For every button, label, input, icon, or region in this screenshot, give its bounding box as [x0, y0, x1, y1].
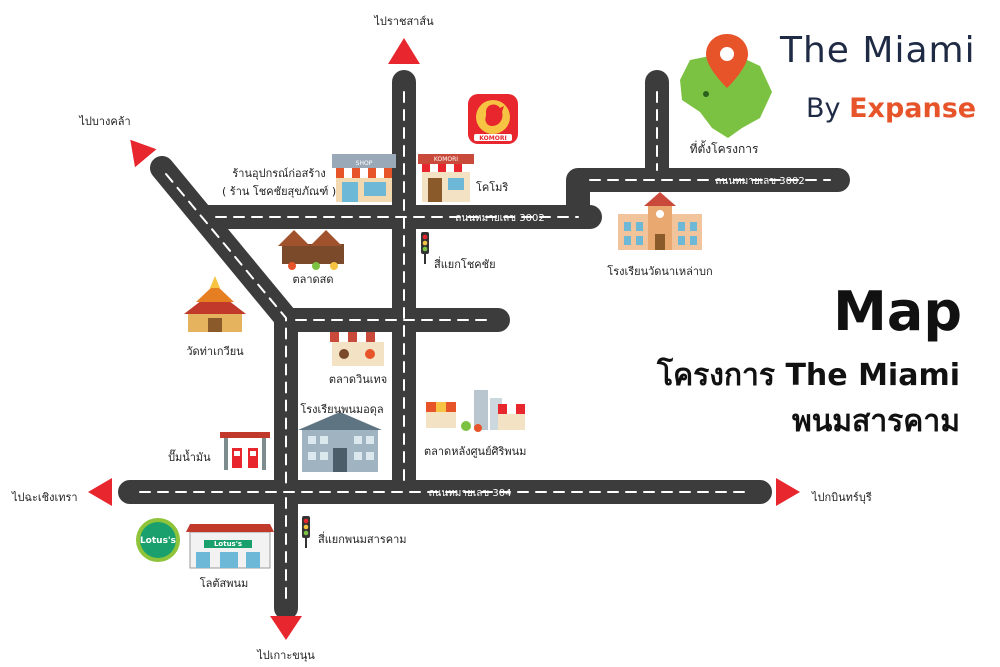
- hardware-shop-icon: [332, 154, 396, 202]
- komori-shop-sign: KOMORI: [434, 156, 458, 163]
- road-label-304: ถนนหมายเลข 304: [428, 488, 511, 499]
- gas-station-icon: [220, 432, 270, 470]
- market-behind-center-label: ตลาดหลังศูนย์ศิริพนม: [424, 445, 527, 458]
- hardware-store-label-line2: ( ร้าน โชคชัยสุขภัณฑ์ ): [222, 185, 337, 198]
- direction-label-north: ไปราชสาส์น: [374, 15, 434, 28]
- wat-tha-krian-label: วัดท่าเกวียน: [186, 345, 244, 358]
- komori-shop-icon: [418, 154, 474, 202]
- project-name-heading: โครงการ The Miami: [656, 358, 960, 393]
- lotus-logo-icon: [136, 518, 180, 562]
- direction-label-northwest: ไปบางคล้า: [79, 115, 131, 128]
- lotus-store-sign: Lotus's: [214, 540, 242, 548]
- gas-station-label: ปั๊มน้ำมัน: [168, 451, 211, 464]
- school-phanom-udom-label: โรงเรียนพนมอดุล: [300, 403, 384, 416]
- east-arrow-icon: [776, 478, 800, 506]
- fresh-market-icon: [278, 230, 344, 270]
- province-heading: พนมสารคาม: [791, 404, 960, 439]
- fresh-market-label: ตลาดสด: [292, 273, 334, 286]
- school-watna-icon: [618, 192, 702, 250]
- komori-logo-text: KOMORI: [479, 135, 506, 142]
- hardware-shop-sign: SHOP: [356, 160, 373, 167]
- west-arrow-icon: [88, 478, 112, 506]
- lotus-store-icon: [186, 524, 274, 569]
- project-area-icon: [680, 52, 772, 138]
- school-watna-label: โรงเรียนวัดนาเหล่าบก: [607, 265, 713, 278]
- brand-by-word: By: [806, 93, 841, 124]
- market-behind-center-icon: [426, 390, 525, 432]
- map-heading: Map: [833, 280, 962, 343]
- lotus-logo-text: Lotus's: [140, 536, 176, 546]
- komori-logo-icon: [468, 94, 518, 144]
- hardware-store-label: ร้านอุปกรณ์ก่อสร้าง ( ร้าน โชคชัยสุขภัณฑ…: [222, 164, 336, 200]
- temple-icon: [184, 276, 246, 332]
- traffic-light-chokchai-icon: [421, 232, 429, 264]
- direction-label-west: ไปฉะเชิงเทรา: [12, 491, 78, 504]
- north-arrow-icon: [388, 38, 420, 64]
- chokchai-intersection-label: สี่แยกโชคชัย: [434, 258, 496, 271]
- brand-expanse: Expanse: [849, 93, 977, 124]
- road-label-3002-mid: ถนนหมายเลข 3002: [455, 213, 544, 224]
- direction-label-south: ไปเกาะขนุน: [257, 649, 315, 662]
- komori-label: โคโมริ: [476, 181, 509, 194]
- lotus-store-label: โลตัสพนม: [199, 577, 249, 590]
- phanom-intersection-label: สี่แยกพนมสารคาม: [318, 533, 407, 546]
- brand-byline: By Expanse: [806, 93, 976, 124]
- northwest-arrow-icon: [130, 139, 157, 168]
- hardware-store-label-line1: ร้านอุปกรณ์ก่อสร้าง: [232, 167, 326, 180]
- road-network: [118, 70, 850, 620]
- brand-title: The Miami: [780, 30, 976, 71]
- direction-arrows: [88, 38, 800, 640]
- school-phanom-udom-icon: [298, 412, 382, 472]
- project-location-label: ที่ตั้งโครงการ: [689, 142, 759, 156]
- direction-label-east: ไปกบินทร์บุรี: [812, 491, 872, 504]
- south-arrow-icon: [270, 616, 302, 640]
- vintage-market-icon: [330, 332, 384, 366]
- location-pin-icon: [706, 34, 748, 88]
- wintage-market-label: ตลาดวินเทจ: [328, 373, 388, 386]
- road-label-3002-top: ถนนหมายเลข 3002: [715, 176, 804, 187]
- traffic-light-phanom-icon: [302, 516, 310, 548]
